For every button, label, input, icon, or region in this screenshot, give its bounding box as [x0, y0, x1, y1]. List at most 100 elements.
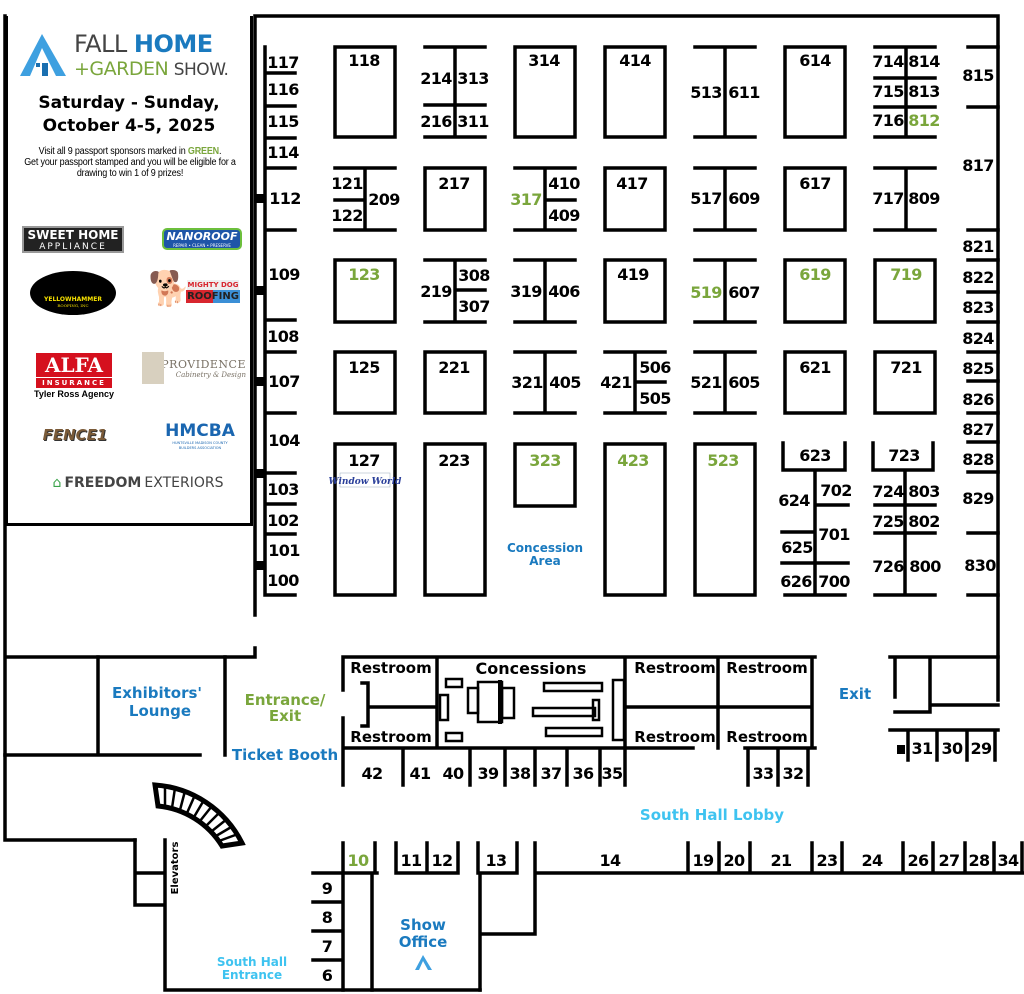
- booth-506[interactable]: 506: [639, 358, 672, 377]
- booth-803[interactable]: 803: [908, 482, 940, 501]
- booth-617[interactable]: 617: [799, 174, 831, 193]
- booth-37[interactable]: 37: [540, 764, 562, 783]
- booth-624[interactable]: 624: [778, 491, 811, 510]
- booth-823[interactable]: 823: [962, 298, 994, 317]
- booth-13[interactable]: 13: [485, 851, 507, 870]
- booth-11[interactable]: 11: [400, 851, 422, 870]
- booth-12[interactable]: 12: [431, 851, 453, 870]
- booth-114[interactable]: 114: [267, 143, 300, 162]
- booth-423-passport-sponsor[interactable]: 423: [617, 451, 649, 470]
- booth-308[interactable]: 308: [458, 266, 491, 285]
- booth-714[interactable]: 714: [872, 52, 905, 71]
- booth-9[interactable]: 9: [322, 879, 334, 898]
- booth-221[interactable]: 221: [438, 358, 471, 377]
- booth-28[interactable]: 28: [968, 851, 990, 870]
- booth-7[interactable]: 7: [322, 937, 333, 956]
- booth-523-passport-sponsor[interactable]: 523: [707, 451, 739, 470]
- booth-38[interactable]: 38: [509, 764, 531, 783]
- booth-20[interactable]: 20: [723, 851, 745, 870]
- booth-100[interactable]: 100: [267, 571, 300, 590]
- booth-112[interactable]: 112: [269, 189, 301, 208]
- booth-118[interactable]: 118: [348, 51, 381, 70]
- booth-609[interactable]: 609: [728, 189, 761, 208]
- booth-800[interactable]: 800: [909, 557, 942, 576]
- booth-719-passport-sponsor[interactable]: 719: [890, 265, 923, 284]
- booth-715[interactable]: 715: [872, 82, 905, 101]
- booth-625[interactable]: 625: [781, 538, 814, 557]
- booth-127[interactable]: 127: [348, 451, 380, 470]
- booth-421[interactable]: 421: [600, 373, 633, 392]
- booth-723[interactable]: 723: [888, 446, 920, 465]
- booth-214[interactable]: 214: [420, 69, 453, 88]
- booth-24[interactable]: 24: [861, 851, 883, 870]
- booth-311[interactable]: 311: [457, 112, 490, 131]
- booth-122[interactable]: 122: [331, 206, 363, 225]
- booth-6[interactable]: 6: [322, 966, 334, 985]
- booth-721[interactable]: 721: [890, 358, 923, 377]
- booth-821[interactable]: 821: [962, 237, 995, 256]
- booth-219[interactable]: 219: [420, 282, 453, 301]
- booth-815[interactable]: 815: [962, 66, 995, 85]
- booth-34[interactable]: 34: [997, 851, 1019, 870]
- booth-42[interactable]: 42: [361, 764, 383, 783]
- booth-123-passport-sponsor[interactable]: 123: [348, 265, 380, 284]
- booth-39[interactable]: 39: [477, 764, 499, 783]
- booth-115[interactable]: 115: [267, 112, 300, 131]
- booth-809[interactable]: 809: [908, 189, 941, 208]
- booth-406[interactable]: 406: [548, 282, 581, 301]
- booth-726[interactable]: 726: [872, 557, 905, 576]
- booth-103[interactable]: 103: [267, 480, 299, 499]
- booth-209[interactable]: 209: [368, 190, 401, 209]
- booth-419[interactable]: 419: [617, 265, 650, 284]
- booth-725[interactable]: 725: [872, 512, 905, 531]
- booth-827[interactable]: 827: [962, 420, 994, 439]
- booth-611[interactable]: 611: [728, 83, 761, 102]
- booth-323-passport-sponsor[interactable]: 323: [529, 451, 561, 470]
- booth-513[interactable]: 513: [690, 83, 722, 102]
- booth-521[interactable]: 521: [690, 373, 723, 392]
- booth-35[interactable]: 35: [601, 764, 623, 783]
- booth-30[interactable]: 30: [941, 739, 963, 758]
- booth-817[interactable]: 817: [962, 156, 994, 175]
- booth-621[interactable]: 621: [799, 358, 832, 377]
- booth-614[interactable]: 614: [799, 51, 832, 70]
- booth-223[interactable]: 223: [438, 451, 470, 470]
- booth-40[interactable]: 40: [442, 764, 464, 783]
- booth-607[interactable]: 607: [728, 283, 760, 302]
- booth-10-passport-sponsor[interactable]: 10: [347, 851, 369, 870]
- booth-826[interactable]: 826: [962, 390, 995, 409]
- booth-307[interactable]: 307: [458, 297, 490, 316]
- booth-8[interactable]: 8: [322, 908, 334, 927]
- booth-314[interactable]: 314: [528, 51, 561, 70]
- booth-101[interactable]: 101: [268, 541, 301, 560]
- booth-519-passport-sponsor[interactable]: 519: [690, 283, 723, 302]
- booth-414[interactable]: 414: [619, 51, 652, 70]
- booth-813[interactable]: 813: [908, 82, 940, 101]
- booth-21[interactable]: 21: [770, 851, 792, 870]
- booth-700[interactable]: 700: [818, 572, 851, 591]
- booth-410[interactable]: 410: [548, 174, 581, 193]
- booth-830[interactable]: 830: [964, 556, 997, 575]
- booth-802[interactable]: 802: [908, 512, 940, 531]
- booth-724[interactable]: 724: [872, 482, 905, 501]
- booth-829[interactable]: 829: [962, 489, 995, 508]
- booth-31[interactable]: 31: [911, 739, 933, 758]
- booth-23[interactable]: 23: [816, 851, 838, 870]
- booth-109[interactable]: 109: [268, 265, 301, 284]
- booth-102[interactable]: 102: [267, 511, 299, 530]
- booth-104[interactable]: 104: [268, 431, 301, 450]
- booth-217[interactable]: 217: [438, 174, 470, 193]
- booth-107[interactable]: 107: [268, 372, 300, 391]
- booth-216[interactable]: 216: [420, 112, 453, 131]
- booth-317-passport-sponsor[interactable]: 317: [510, 190, 542, 209]
- booth-41[interactable]: 41: [409, 764, 431, 783]
- booth-125[interactable]: 125: [348, 358, 381, 377]
- booth-828[interactable]: 828: [962, 450, 995, 469]
- booth-29[interactable]: 29: [970, 739, 992, 758]
- booth-505[interactable]: 505: [639, 389, 672, 408]
- booth-825[interactable]: 825: [962, 359, 995, 378]
- booth-717[interactable]: 717: [872, 189, 904, 208]
- booth-716[interactable]: 716: [872, 111, 905, 130]
- booth-14[interactable]: 14: [599, 851, 621, 870]
- booth-702[interactable]: 702: [820, 481, 852, 500]
